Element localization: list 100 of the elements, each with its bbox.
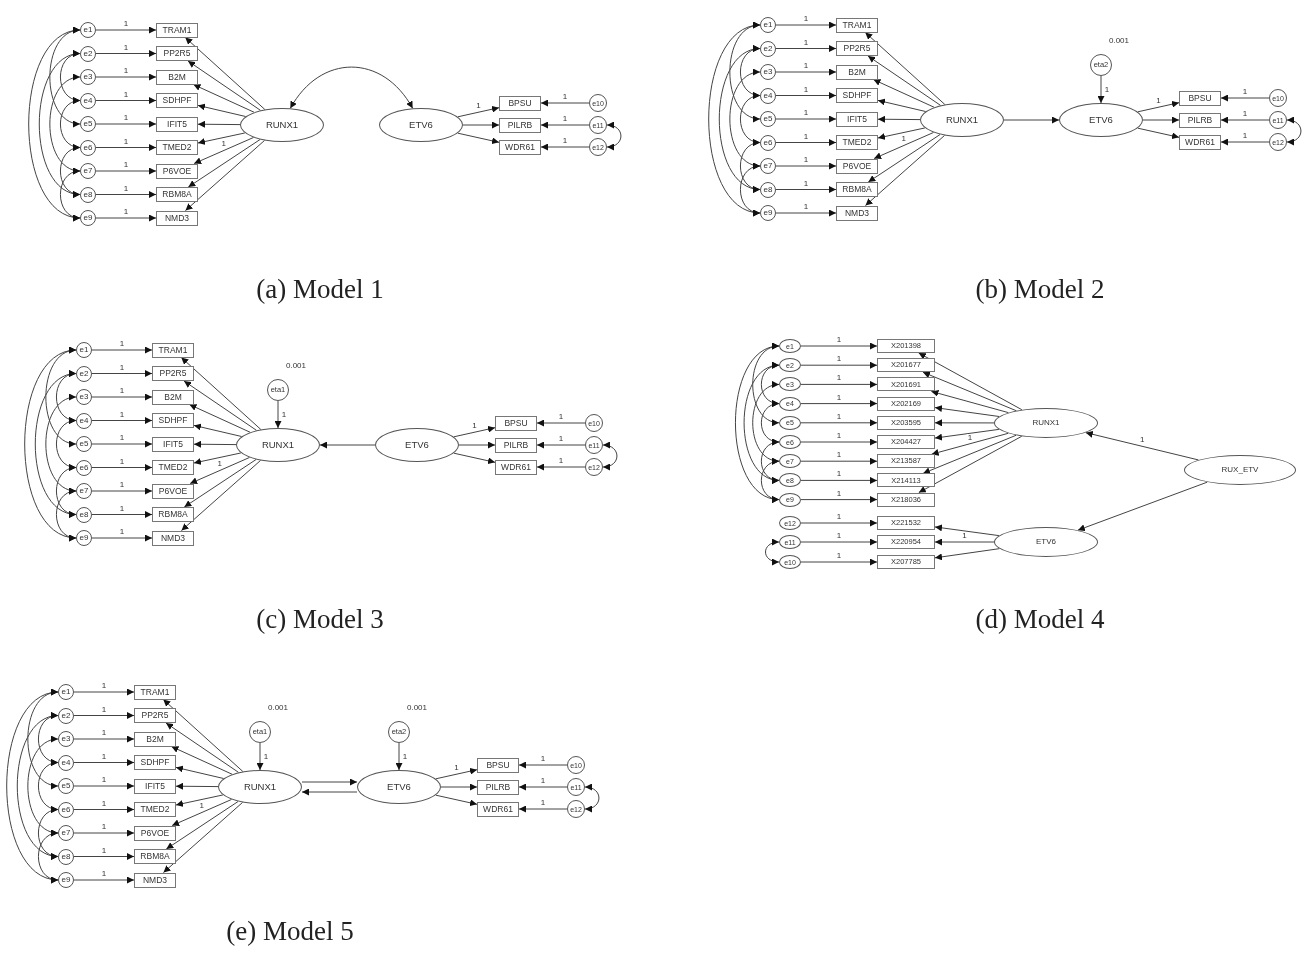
arrow (518, 761, 568, 769)
edge-label: 1 (802, 156, 810, 164)
observed-variable-box: TRAM1 (152, 342, 194, 358)
arrow (73, 806, 135, 813)
observed-variable-box: SDHPF (152, 413, 194, 428)
edge-label: 1 (835, 374, 843, 383)
arrow (91, 464, 153, 471)
edge-label: 1 (198, 802, 205, 811)
error-term-circle: e4 (76, 412, 92, 429)
edge-label: 1 (401, 752, 409, 761)
arrow (536, 463, 586, 471)
edge-label: 1 (900, 135, 907, 144)
double-headed-arrow (27, 689, 59, 789)
observed-variable-box: SDHPF (134, 755, 176, 770)
latent-variable-ellipse: ETV6 (375, 428, 459, 462)
arrow (536, 441, 586, 449)
arrow (91, 417, 153, 424)
observed-variable-box: RBM8A (156, 187, 198, 202)
arrow (256, 742, 264, 771)
arrow (453, 452, 496, 465)
edge-label: 1 (118, 528, 126, 536)
edge-label: 1 (100, 705, 108, 714)
edge-label: 1 (835, 393, 843, 402)
figure-caption: (d) Model 4 (975, 606, 1105, 633)
observed-variable-box: PILRB (495, 437, 537, 453)
arrow (95, 97, 157, 104)
observed-variable-box: BPSU (1179, 90, 1221, 106)
edge-label: 1 (100, 823, 108, 831)
arrow (458, 441, 496, 449)
arrow (930, 389, 1009, 414)
edge-label: 1 (262, 752, 270, 761)
double-headed-arrow (59, 168, 81, 221)
arrow (197, 120, 241, 128)
edge-label: 1 (471, 422, 478, 431)
arrow (800, 342, 878, 350)
observed-variable-box: SDHPF (156, 93, 198, 108)
variance-value: 0.001 (1109, 37, 1130, 45)
arrow (175, 782, 219, 790)
arrow (934, 538, 995, 546)
edge-label: 1 (1241, 88, 1249, 96)
arrow (73, 782, 135, 790)
arrow (95, 144, 157, 151)
arrow (1220, 94, 1270, 102)
arrow (189, 457, 250, 484)
arrow (91, 370, 153, 377)
observed-variable-box: TRAM1 (156, 22, 198, 38)
arrow (95, 167, 157, 175)
arrow (540, 143, 590, 151)
observed-variable-box: PP2R5 (156, 46, 198, 61)
edge-label: 1 (1155, 97, 1162, 106)
observed-variable-box: TRAM1 (134, 684, 176, 700)
arrow (1085, 430, 1199, 461)
edge-label: 1 (835, 470, 843, 479)
arrow (540, 99, 590, 107)
figure-caption: (c) Model 3 (256, 606, 384, 633)
arrow (1142, 116, 1180, 124)
edge-label: 1 (961, 532, 968, 540)
edge-label: 1 (122, 184, 130, 193)
error-term-circle: e2 (80, 45, 96, 62)
arrow (800, 476, 878, 484)
observed-variable-box: PILRB (477, 779, 519, 795)
arrow (877, 127, 926, 140)
arrow (193, 440, 237, 448)
arrow (800, 558, 878, 566)
arrow (775, 115, 837, 123)
observed-variable-box: BPSU (499, 95, 541, 111)
error-term-circle: e9 (76, 530, 92, 546)
observed-variable-box: IFIT5 (836, 111, 878, 127)
arrow (180, 357, 262, 430)
arrow (274, 400, 282, 429)
error-term-circle: e2 (58, 707, 74, 724)
edge-label: 1 (122, 20, 130, 28)
double-headed-arrow (606, 122, 622, 150)
edge-label: 1 (118, 387, 126, 395)
arrow (73, 688, 135, 696)
error-term-circle: e8 (80, 186, 96, 203)
arrow (518, 783, 568, 791)
error-term-circle: e4 (58, 754, 74, 771)
arrow (95, 191, 157, 198)
edge-label: 1 (118, 434, 126, 442)
observed-variable-box: PP2R5 (134, 708, 176, 723)
arrow (171, 799, 232, 826)
observed-variable-box: BPSU (477, 757, 519, 773)
edge-label: 1 (561, 93, 569, 101)
edge-label: 1 (220, 140, 227, 149)
arrow (1077, 481, 1208, 531)
edge-label: 1 (835, 489, 843, 498)
edge-label: 1 (557, 413, 565, 421)
error-term-circle: e8 (58, 848, 74, 865)
edge-label: 1 (100, 870, 108, 878)
error-term-circle: e1 (760, 17, 776, 33)
arrow (934, 524, 1000, 537)
arrow (95, 73, 157, 81)
edge-label: 1 (122, 114, 130, 122)
observed-variable-box: PP2R5 (836, 41, 878, 56)
edge-label: 1 (802, 38, 810, 47)
arrow (931, 432, 1009, 456)
arrow (91, 511, 153, 518)
arrow (91, 346, 153, 354)
observed-variable-box: RBM8A (134, 849, 176, 864)
